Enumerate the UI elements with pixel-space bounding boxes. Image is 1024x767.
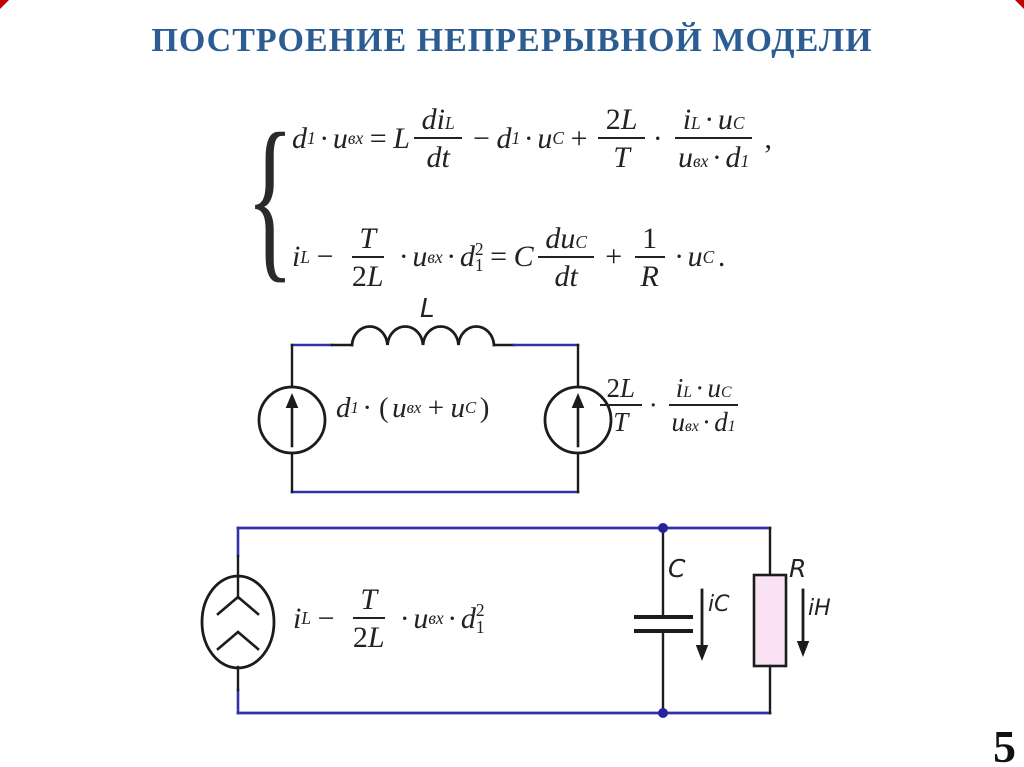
corner-accent-right xyxy=(1015,0,1024,9)
circuit-2 xyxy=(200,523,810,718)
current-arrow-head-icon xyxy=(796,641,810,657)
slide-title: ПОСТРОЕНИЕ НЕПРЕРЫВНОЙ МОДЕЛИ xyxy=(151,22,873,59)
current-source-circle xyxy=(257,385,327,455)
fraction-1-R: 1 R xyxy=(633,223,666,292)
current-arrow-head-icon xyxy=(571,393,585,408)
current-arrow-head-icon xyxy=(285,393,299,408)
corner-accent-left xyxy=(0,0,9,9)
capacitor-label: C xyxy=(668,554,686,583)
junction-dot xyxy=(658,708,668,718)
resistor-label: R xyxy=(789,554,807,583)
inductor-coil xyxy=(350,325,496,347)
page-number: 5 xyxy=(993,721,1016,767)
inductor-label: L xyxy=(420,294,435,324)
capacitor-current-label: iC xyxy=(708,592,730,617)
resistor-body xyxy=(752,573,788,668)
current-source-circle xyxy=(543,385,613,455)
chevron-up-icon xyxy=(216,630,260,651)
load-current-label: iH xyxy=(808,596,831,621)
chevron-up-icon xyxy=(216,595,260,616)
d1-squared-script: 2 1 xyxy=(475,600,485,637)
junction-dot xyxy=(658,523,668,533)
circuit-1 xyxy=(257,325,613,494)
current-arrow-head-icon xyxy=(695,645,709,661)
d1-squared-script: 2 1 xyxy=(474,238,484,276)
